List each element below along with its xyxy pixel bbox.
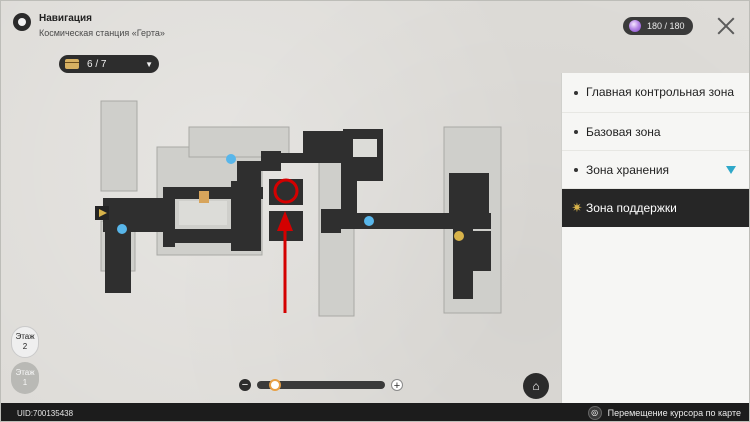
- location-subtitle: Космическая станция «Герта»: [39, 28, 165, 38]
- uid-label: UID:700135438: [17, 409, 74, 418]
- floor-button-1[interactable]: Этаж 1: [11, 362, 39, 394]
- floor-label: Этаж: [15, 368, 35, 377]
- floor-number: 1: [22, 378, 28, 387]
- page-title: Навигация: [39, 13, 92, 24]
- zoom-out-button[interactable]: −: [239, 379, 251, 391]
- chevron-down-icon: ▼: [145, 59, 153, 69]
- zone-item-main-control[interactable]: Главная контрольная зона: [562, 73, 749, 113]
- bullet-icon: [574, 90, 578, 95]
- energy-value: 180 / 180: [647, 21, 685, 31]
- gamepad-stick-icon: ◎: [587, 406, 602, 420]
- zoom-slider[interactable]: [257, 379, 385, 391]
- zoom-in-button[interactable]: +: [391, 379, 403, 392]
- zone-item-storage[interactable]: Зона хранения: [562, 151, 749, 189]
- current-location-icon: ✷: [571, 200, 583, 215]
- zone-label: Зона поддержки: [586, 201, 677, 215]
- navigation-header: Навигация Космическая станция «Герта»: [13, 13, 165, 39]
- floor-label: Этаж: [15, 332, 35, 341]
- cursor-hint: ◎ Перемещение курсора по карте: [587, 406, 741, 420]
- chest-counter-dropdown[interactable]: 6 / 7 ▼: [59, 55, 159, 73]
- trailblaze-power-icon: [629, 20, 641, 32]
- map-pin-icon: [13, 13, 31, 31]
- zone-label: Зона хранения: [586, 162, 670, 177]
- compass-icon: ⌂: [532, 379, 540, 393]
- quest-marker-icon: [726, 165, 736, 174]
- chest-counter-value: 6 / 7: [87, 58, 107, 70]
- locate-player-button[interactable]: ⌂: [523, 373, 549, 399]
- zoom-control: − +: [239, 378, 403, 392]
- zone-label: Базовая зона: [586, 124, 661, 139]
- zoom-slider-knob[interactable]: [269, 379, 281, 391]
- cursor-hint-text: Перемещение курсора по карте: [607, 408, 741, 418]
- bullet-icon: [574, 129, 578, 134]
- zones-list: Главная контрольная зона Базовая зона Зо…: [561, 73, 749, 403]
- floor-number: 2: [22, 342, 28, 351]
- treasure-chest-icon: [65, 59, 79, 69]
- floor-button-2[interactable]: Этаж 2: [11, 326, 39, 358]
- close-button[interactable]: [715, 15, 737, 37]
- energy-badge[interactable]: 180 / 180: [623, 17, 693, 35]
- footer-bar: UID:700135438 ◎ Перемещение курсора по к…: [1, 403, 749, 421]
- zone-label: Главная контрольная зона: [586, 85, 735, 99]
- bullet-icon: [574, 167, 578, 172]
- zone-item-support[interactable]: ✷ Зона поддержки: [562, 189, 749, 227]
- zone-item-base[interactable]: Базовая зона: [562, 113, 749, 151]
- floor-selector: Этаж 2 Этаж 1: [11, 326, 39, 396]
